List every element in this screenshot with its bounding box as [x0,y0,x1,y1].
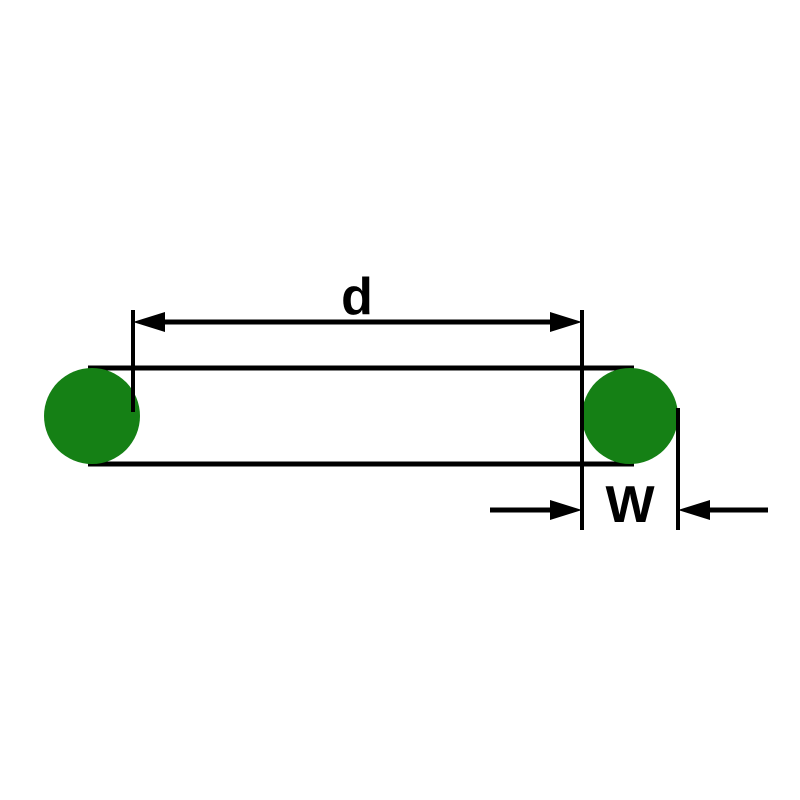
oring-left-cross-section [44,368,140,464]
d-right-arrowhead-icon [550,312,582,332]
w-right-arrowhead-icon [678,500,710,520]
w-label: W [605,476,655,534]
d-left-arrowhead-icon [133,312,165,332]
oring-right-cross-section [582,368,678,464]
d-label: d [341,268,373,326]
w-left-arrowhead-icon [550,500,582,520]
